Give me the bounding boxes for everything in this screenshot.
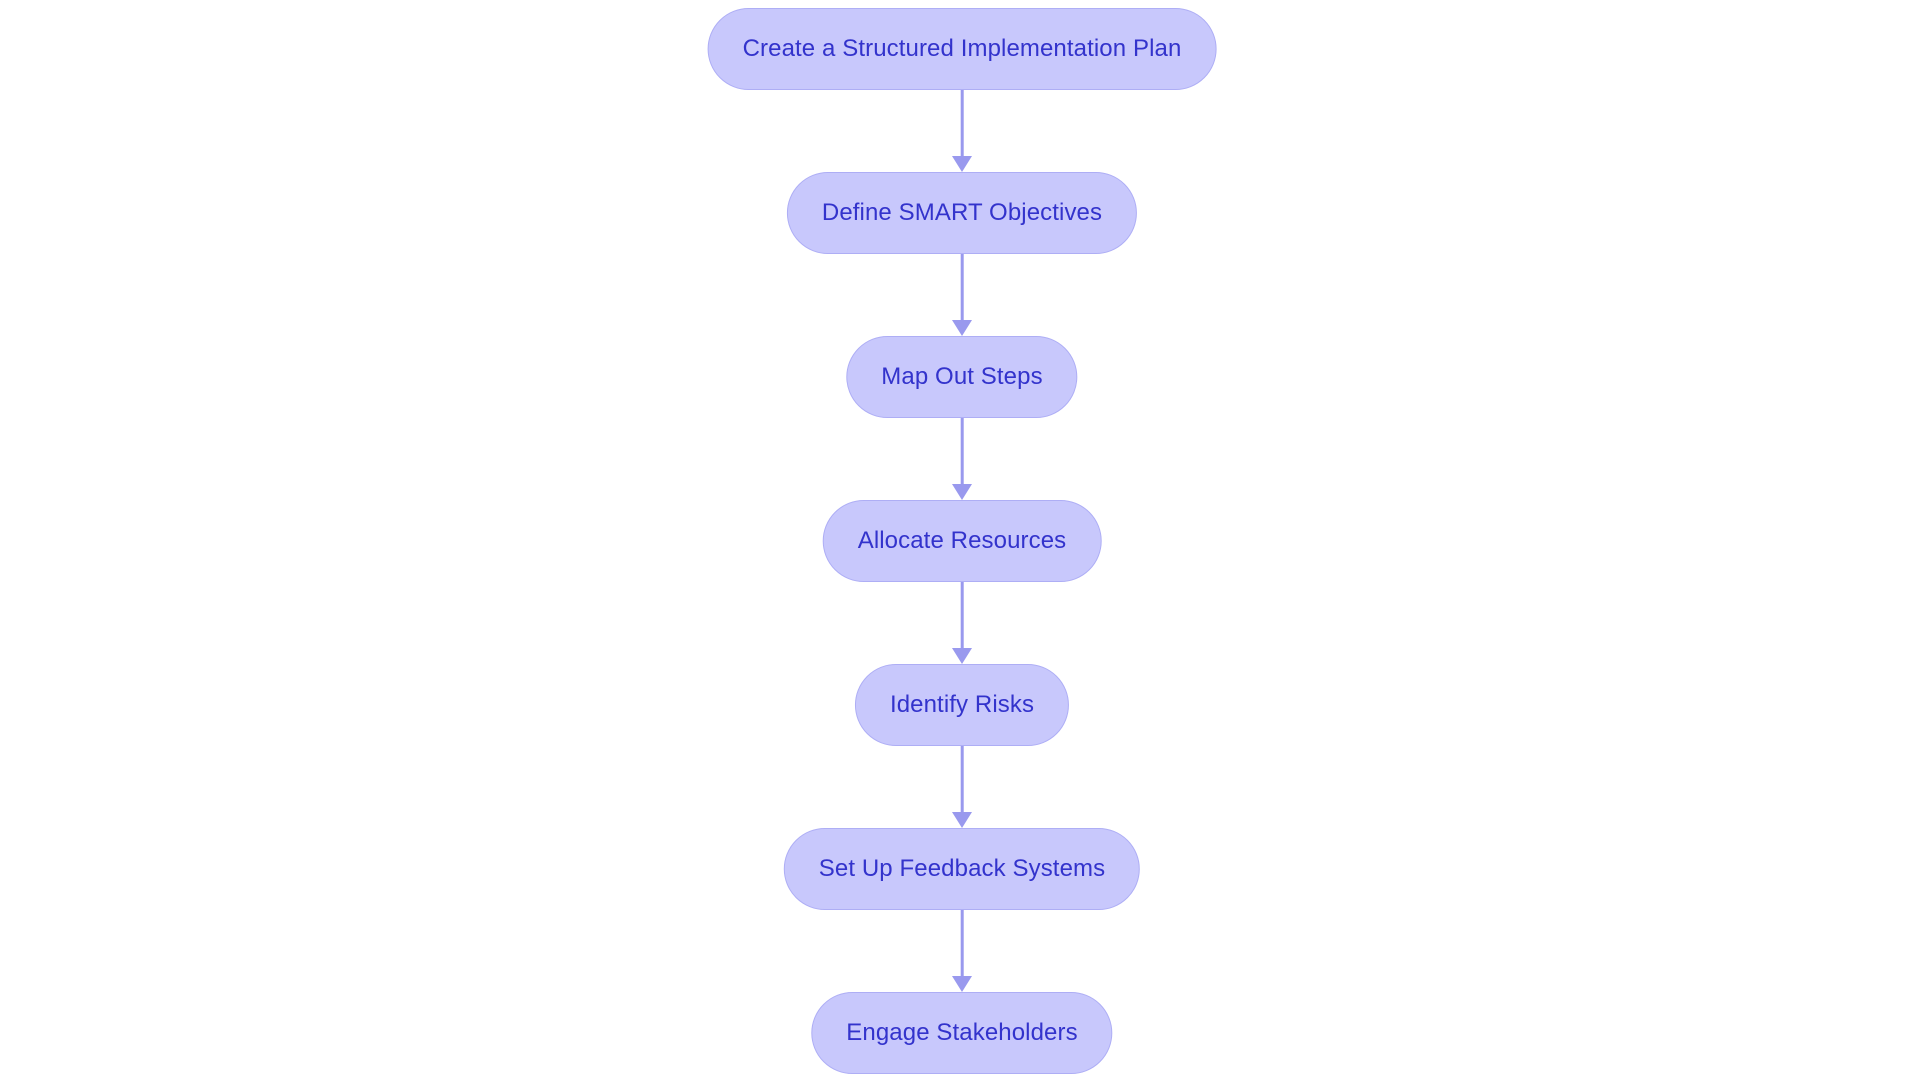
flow-node-label: Define SMART Objectives [821,199,1103,226]
flow-node-label: Allocate Resources [857,527,1067,554]
flow-node-label: Set Up Feedback Systems [818,855,1106,882]
arrow-down-icon [952,156,972,172]
flow-node-label: Map Out Steps [881,363,1043,390]
flow-edge-n1-to-n2 [950,254,974,336]
edge-line [960,910,964,976]
arrow-down-icon [952,812,972,828]
flow-node-label: Identify Risks [889,691,1035,718]
flow-edge-n0-to-n1 [950,90,974,172]
edge-line [960,746,964,812]
flow-edge-n4-to-n5 [950,746,974,828]
flow-node-map-out-steps[interactable]: Map Out Steps [846,336,1078,418]
flow-node-identify-risks[interactable]: Identify Risks [854,664,1070,746]
edge-line [960,254,964,320]
flow-node-label: Engage Stakeholders [846,1019,1078,1046]
arrow-down-icon [952,976,972,992]
edge-line [960,418,964,484]
flow-node-engage-stakeholders[interactable]: Engage Stakeholders [811,992,1113,1074]
flow-edge-n2-to-n3 [950,418,974,500]
flow-node-label: Create a Structured Implementation Plan [742,35,1182,62]
flow-node-create-a-structured-implementation-plan[interactable]: Create a Structured Implementation Plan [707,8,1217,90]
flow-node-allocate-resources[interactable]: Allocate Resources [822,500,1102,582]
arrow-down-icon [952,320,972,336]
arrow-down-icon [952,484,972,500]
flow-edge-n5-to-n6 [950,910,974,992]
flow-node-define-smart-objectives[interactable]: Define SMART Objectives [786,172,1138,254]
arrow-down-icon [952,648,972,664]
edge-line [960,90,964,156]
edge-line [960,582,964,648]
flow-node-set-up-feedback-systems[interactable]: Set Up Feedback Systems [783,828,1141,910]
flow-edge-n3-to-n4 [950,582,974,664]
